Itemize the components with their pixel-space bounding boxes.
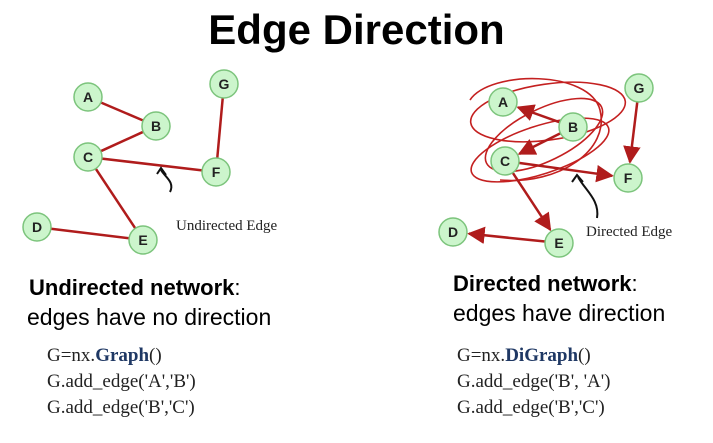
directed-edge-e-d (467, 226, 546, 244)
undirected-code-line-3: G.add_edge('B','C') (47, 397, 195, 418)
undirected-annotation-arrow (160, 169, 173, 193)
directed-node-label-c: C (500, 153, 510, 169)
directed-edge-c-e (511, 172, 552, 232)
undirected-code-line-2: G.add_edge('A','B') (47, 371, 196, 392)
undirected-edge-annotation: Undirected Edge (176, 218, 278, 234)
scribble-loops (469, 77, 627, 183)
directed-code-line-3: G.add_edge('B','C') (457, 397, 605, 418)
directed-edge-b-c (517, 132, 562, 155)
undirected-node-label-d: D (32, 219, 42, 235)
directed-code-block: G=nx.DiGraph() G.add_edge('B', 'A') G.ad… (457, 343, 611, 421)
directed-edge-annotation: Directed Edge (586, 224, 673, 240)
undirected-node-label-e: E (138, 232, 147, 248)
directed-node-g: G (624, 73, 654, 103)
undirected-node-label-g: G (219, 76, 230, 92)
directed-node-circle-f (613, 163, 643, 193)
undirected-code-prefix: G=nx. (47, 345, 96, 366)
directed-edge-b-a (516, 104, 561, 124)
undirected-node-circle-c (73, 142, 103, 172)
undirected-edge-c-e (94, 167, 137, 230)
undirected-edge-a-b (100, 101, 144, 122)
undirected-node-label-b: B (151, 118, 161, 134)
directed-node-circle-d (438, 217, 468, 247)
directed-node-e: E (544, 228, 574, 258)
directed-node-label-a: A (498, 94, 508, 110)
directed-heading: Directed network: (453, 270, 638, 298)
directed-node-circle-a (488, 87, 518, 117)
undirected-node-circle-f (201, 157, 231, 187)
undirected-node-c: C (73, 142, 103, 172)
undirected-code-keyword: Graph (95, 345, 150, 366)
directed-annotation-arrow (577, 176, 599, 219)
undirected-code-block: G=nx.Graph() G.add_edge('A','B') G.add_e… (47, 343, 196, 421)
directed-node-label-b: B (568, 119, 578, 135)
directed-node-label-d: D (448, 224, 458, 240)
directed-code-keyword: DiGraph (505, 345, 579, 366)
undirected-subtitle: edges have no direction (27, 304, 272, 330)
undirected-node-f: F (201, 157, 231, 187)
directed-node-d: D (438, 217, 468, 247)
undirected-node-circle-g (209, 69, 239, 99)
directed-node-circle-c (490, 146, 520, 176)
directed-node-f: F (613, 163, 643, 193)
directed-node-c: C (490, 146, 520, 176)
undirected-code-suffix: () (149, 345, 162, 366)
undirected-heading-rest: : (234, 275, 241, 300)
slide-title: Edge Direction (208, 6, 505, 53)
directed-code-line-1: G=nx.DiGraph() (457, 343, 611, 369)
undirected-edge-d-e (50, 227, 130, 240)
undirected-node-label-c: C (83, 149, 93, 165)
undirected-annotation-arrowhead (156, 166, 167, 176)
undirected-node-circle-b (141, 111, 171, 141)
directed-node-circle-b (558, 112, 588, 142)
directed-annotation-arrowhead (571, 173, 584, 183)
undirected-heading-bold: Undirected network (29, 275, 235, 300)
directed-node-label-f: F (624, 170, 633, 186)
undirected-node-circle-d (22, 212, 52, 242)
directed-heading-bold: Directed network (453, 271, 632, 296)
directed-node-a: A (488, 87, 518, 117)
directed-node-circle-e (544, 228, 574, 258)
undirected-node-e: E (128, 225, 158, 255)
undirected-node-label-f: F (212, 164, 221, 180)
undirected-edge-c-f (101, 157, 203, 172)
directed-edge-g-f (623, 101, 641, 164)
directed-node-label-e: E (554, 235, 563, 251)
directed-node-circle-g (624, 73, 654, 103)
directed-edge-c-f (518, 161, 614, 183)
directed-subtitle: edges have direction (453, 300, 666, 326)
undirected-node-d: D (22, 212, 52, 242)
directed-node-b: B (558, 112, 588, 142)
directed-code-prefix: G=nx. (457, 345, 506, 366)
undirected-node-g: G (209, 69, 239, 99)
undirected-code-line-1: G=nx.Graph() (47, 343, 196, 369)
undirected-edge-f-g (216, 97, 224, 159)
undirected-heading: Undirected network: (29, 274, 241, 302)
undirected-node-circle-e (128, 225, 158, 255)
undirected-node-circle-a (73, 82, 103, 112)
undirected-edge-b-c (100, 130, 144, 153)
undirected-node-label-a: A (83, 89, 93, 105)
undirected-node-b: B (141, 111, 171, 141)
directed-code-suffix: () (578, 345, 591, 366)
undirected-node-a: A (73, 82, 103, 112)
directed-node-label-g: G (634, 80, 645, 96)
directed-code-line-2: G.add_edge('B', 'A') (457, 371, 611, 392)
directed-heading-rest: : (631, 271, 638, 296)
